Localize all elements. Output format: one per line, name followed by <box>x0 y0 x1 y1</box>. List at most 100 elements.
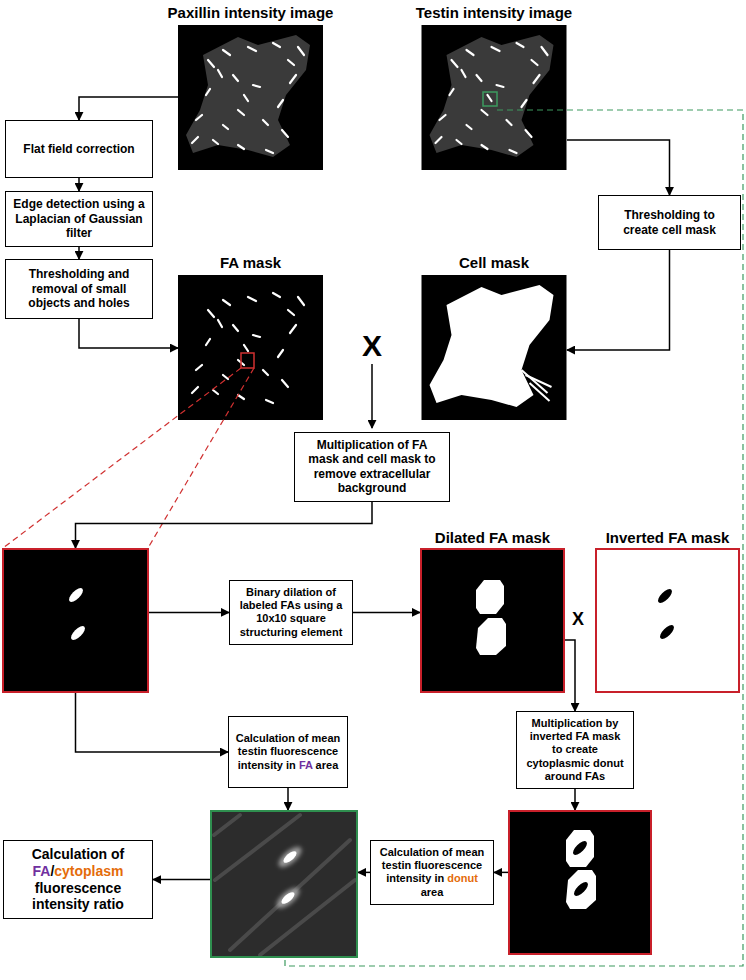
step-text: Flat field correction <box>23 142 134 156</box>
step-text: Calculation of FA/cytoplasm fluorescence… <box>10 846 146 913</box>
text-run <box>296 759 299 771</box>
image-panel: Inverted FA mask <box>595 548 740 693</box>
text-run: mean <box>312 732 341 744</box>
operator-sign: X <box>362 331 382 361</box>
process-box: Multiplication of FA mask and cell mask … <box>294 432 450 502</box>
zoom-leader <box>3 368 254 548</box>
text-run: in <box>286 759 296 771</box>
process-box: Binary dilation of labeled FAs using a 1… <box>229 580 353 645</box>
text-run: of <box>298 732 308 744</box>
zoom-region <box>241 353 254 368</box>
panel-title: Testin intensity image <box>416 4 572 22</box>
text-run: intensity <box>238 759 283 771</box>
flow-arrow <box>78 247 80 259</box>
flow-arrow <box>153 879 210 881</box>
text-run: FA <box>32 863 50 879</box>
text-run <box>452 846 455 858</box>
flow-arrow <box>149 612 229 614</box>
step-text: Multiplication of FA mask and cell mask … <box>301 438 443 496</box>
process-box: Calculation of mean testin fluorescence … <box>228 716 348 788</box>
text-run <box>308 732 311 744</box>
image-panel: FA mask <box>178 275 323 420</box>
flow-arrow <box>76 502 373 548</box>
inverted-mask-image <box>595 548 740 693</box>
text-run <box>313 759 316 771</box>
text-run: of <box>442 846 452 858</box>
panel-title: Paxillin intensity image <box>168 4 334 22</box>
process-box: Thresholding to create cell mask <box>598 195 741 250</box>
text-run: Calculation <box>380 846 439 858</box>
operator-arrow <box>371 364 373 428</box>
flow-arrow <box>567 140 670 195</box>
text-run: intensity <box>386 872 431 884</box>
flow-arrow <box>76 693 229 752</box>
text-run <box>283 759 286 771</box>
fa-zoom-image <box>2 548 149 693</box>
image-panel: Testin intensity image <box>421 25 567 170</box>
text-run <box>431 872 434 884</box>
text-run: mean <box>456 846 485 858</box>
testin-image <box>422 25 567 170</box>
image-panel: Cell mask <box>421 275 567 420</box>
step-text: Thresholding to create cell mask <box>605 208 734 237</box>
text-run <box>267 745 270 757</box>
text-run <box>444 872 447 884</box>
image-panel: Paxillin intensity image <box>178 25 323 170</box>
text-run: cytoplasm <box>54 863 123 879</box>
step-text: Calculation of mean testin fluorescence … <box>235 732 341 772</box>
image-panel: Dilated FA mask <box>420 548 565 693</box>
text-run: / <box>50 863 54 879</box>
text-run <box>90 896 94 912</box>
text-run: Calculation <box>32 846 107 862</box>
process-box: Thresholding and removal of small object… <box>5 259 153 319</box>
process-box: Calculation of mean testin fluorescence … <box>370 840 494 905</box>
zoom-panel <box>508 810 652 955</box>
zoom-panel <box>210 810 358 958</box>
zoom-panel <box>2 548 149 693</box>
text-run: fluorescence <box>414 859 482 871</box>
process-box: Flat field correction <box>5 120 153 178</box>
flow-arrow <box>79 319 178 348</box>
step-text: Multiplication by inverted FA mask to cr… <box>523 717 627 783</box>
result-box: Calculation of FA/cytoplasm fluorescence… <box>3 840 153 919</box>
text-run <box>411 859 414 871</box>
step-text: Binary dilation of labeled FAs using a 1… <box>236 586 346 639</box>
text-run: Calculation <box>236 732 295 744</box>
step-text: Thresholding and removal of small object… <box>12 267 146 310</box>
fa-mask-image <box>178 275 323 420</box>
step-text: Edge detection using a Laplacian of Gaus… <box>12 197 146 240</box>
panel-title: Cell mask <box>459 254 529 272</box>
text-run: testin <box>382 859 411 871</box>
flow-arrow <box>565 640 575 711</box>
step-text: Calculation of mean testin fluorescence … <box>377 846 487 899</box>
text-run: FA <box>299 759 313 771</box>
donut-image <box>508 810 652 955</box>
operator-sign: X <box>572 610 584 628</box>
flow-arrow <box>574 789 576 810</box>
text-run <box>439 846 442 858</box>
flow-arrow <box>79 97 178 120</box>
text-run: donut <box>447 872 478 884</box>
panel-title: FA mask <box>220 254 281 272</box>
flow-arrow <box>494 872 508 874</box>
flow-arrow <box>353 612 420 614</box>
testin-zoom-image <box>210 810 358 958</box>
zoom-region <box>483 92 497 106</box>
text-run <box>107 846 111 862</box>
text-run: fluorescence <box>35 880 121 896</box>
text-run: area <box>421 886 444 898</box>
text-run: fluorescence <box>270 745 338 757</box>
paxillin-image <box>178 25 323 170</box>
process-box: Multiplication by inverted FA mask to cr… <box>516 711 634 789</box>
text-run: ratio <box>94 896 124 912</box>
flow-arrow <box>78 178 80 191</box>
text-run <box>295 732 298 744</box>
text-run: in <box>434 872 444 884</box>
cell-mask-image <box>422 275 567 420</box>
flow-arrow <box>287 788 289 810</box>
dilated-mask-image <box>420 548 565 693</box>
text-run: area <box>316 759 339 771</box>
text-run: intensity <box>32 896 90 912</box>
flow-arrow <box>567 250 670 350</box>
text-run: of <box>111 846 124 862</box>
